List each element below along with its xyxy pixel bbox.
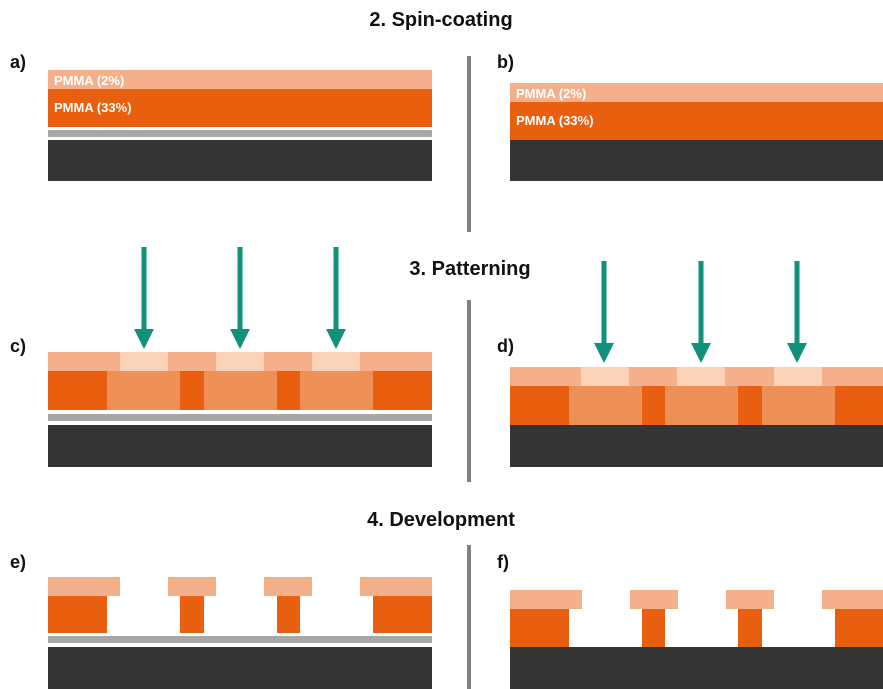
substrate [510,425,883,467]
exposed-window [216,352,264,371]
pmma-thin-layer [48,70,432,89]
resist-cap [168,577,216,596]
panel-label-f: f) [497,552,509,572]
step-title-patterning: 3. Patterning [409,258,530,280]
pmma-thick-layer [510,102,883,140]
exposed-region [569,386,642,425]
resist-pillar [835,609,883,647]
divider-spin-coating [467,56,471,232]
panel-label-b: b) [497,52,514,72]
pmma-thick-label: PMMA (33%) [516,113,594,128]
panel-label-d: d) [497,336,514,356]
substrate [510,647,883,689]
resist-cap [264,577,312,596]
substrate [48,140,432,181]
exposed-region [300,371,373,410]
exposed-region [762,386,835,425]
panel-e [48,577,432,689]
step-title-spin-coating: 2. Spin-coating [369,9,512,31]
panel-label-a: a) [10,52,26,72]
resist-cap [630,590,678,609]
resist-pillar [373,596,432,633]
resist-cap [360,577,432,596]
panel-f [510,590,883,689]
divider-patterning [467,300,471,482]
resist-cap [48,577,120,596]
exposed-region [204,371,277,410]
panel-d [510,261,883,467]
resist-pillar [180,596,204,633]
exposed-window [312,352,360,371]
exposed-window [677,367,725,386]
panel-b: PMMA (2%) PMMA (33%) [510,83,883,181]
substrate [48,647,432,689]
pmma-thin-label: PMMA (2%) [54,73,124,88]
substrate [510,140,883,181]
resist-cap [726,590,774,609]
resist-cap [510,590,582,609]
step-title-development: 4. Development [367,509,515,531]
pmma-thick-layer [48,89,432,127]
panel-label-e: e) [10,552,26,572]
divider-development [467,545,471,689]
exposed-window [581,367,629,386]
pmma-thick-label: PMMA (33%) [54,100,132,115]
interlayer-grey [48,414,432,421]
resist-pillar [277,596,300,633]
resist-pillar [510,609,569,647]
pmma-thin-label: PMMA (2%) [516,86,586,101]
resist-cap [822,590,883,609]
exposed-region [107,371,180,410]
pmma-thin-layer [510,83,883,102]
panel-label-c: c) [10,336,26,356]
exposed-window [120,352,168,371]
exposed-region [665,386,738,425]
resist-pillar [48,596,107,633]
panel-a: PMMA (2%) PMMA (33%) [48,70,432,181]
interlayer-grey [48,636,432,643]
interlayer-grey [48,130,432,137]
resist-pillar [642,609,665,647]
panel-c [48,247,432,467]
exposed-window [774,367,822,386]
substrate [48,425,432,467]
resist-pillar [738,609,762,647]
